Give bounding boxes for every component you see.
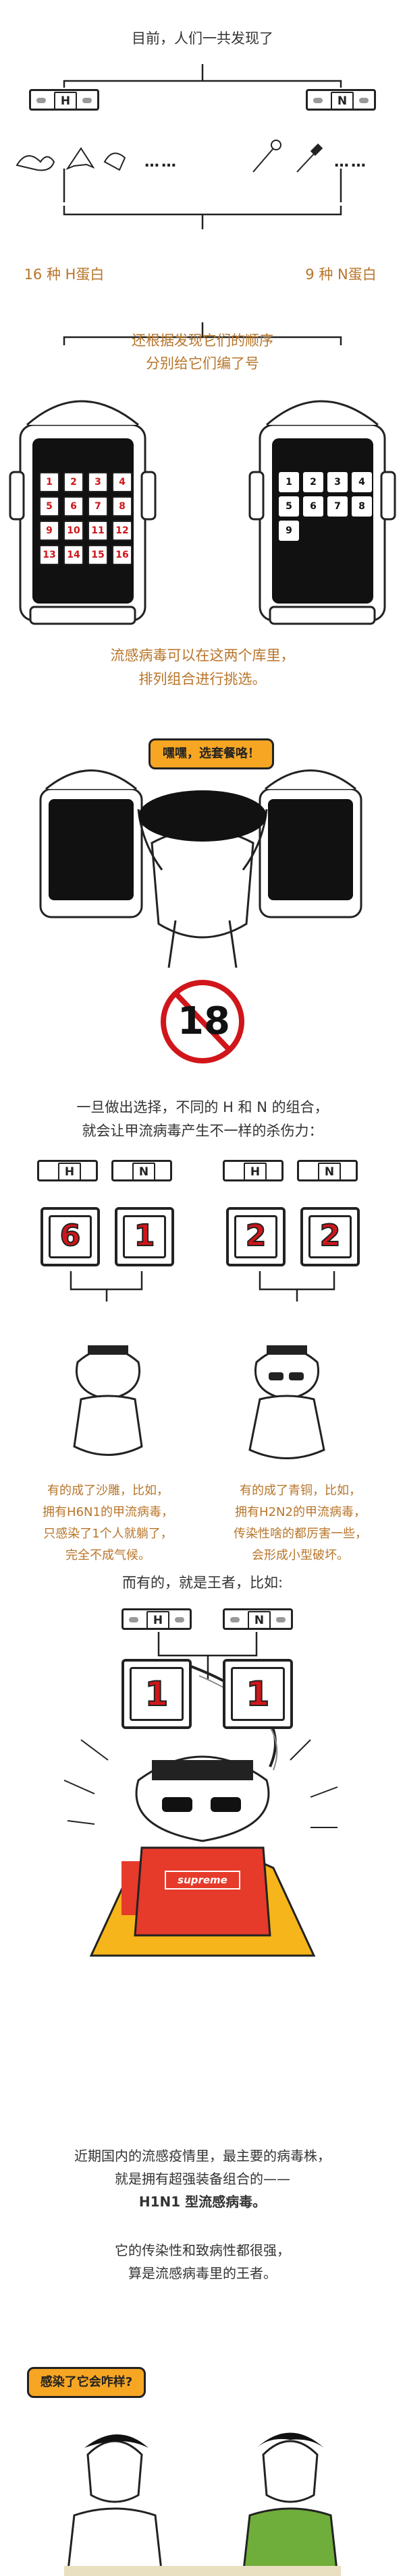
left-h-number: 6 [40, 1207, 100, 1266]
n-count-label: 9 种 N蛋白 [305, 266, 377, 283]
n_numbers-cell: 1 [279, 472, 299, 492]
n_numbers-cell: 3 [327, 472, 348, 492]
h-count-label: 16 种 H蛋白 [24, 266, 105, 283]
n-letter: N [331, 92, 354, 111]
king-h-number: 1 [122, 1659, 192, 1729]
left-description: 有的成了沙雕，比如， 拥有H6N1的甲流病毒， 只感染了1个人就躺了， 完全不成气候。 [27, 1480, 189, 1567]
right-n-number: 2 [300, 1207, 360, 1266]
right-n-plate: N [297, 1160, 358, 1181]
n_numbers-cell: 9 [279, 521, 299, 541]
left-n-number: 1 [115, 1207, 174, 1266]
h-ellipsis: …… [144, 154, 178, 171]
h_numbers-cell: 10 [63, 521, 84, 541]
h_numbers-cell: 13 [39, 545, 59, 565]
numbering-line-1: 还根据发现它们的顺序 [132, 332, 273, 349]
speech-bubble-question: 感染了它会咋样? [27, 2367, 146, 2398]
description-line: 有的成了青铜，比如， [240, 1484, 361, 1498]
h_numbers-cell: 5 [39, 496, 59, 517]
speech-bubble-combo: 嘿嘿，选套餐咯！ [148, 738, 274, 769]
h_numbers-cell: 16 [112, 545, 132, 565]
section5-line-5: 算是流感病毒里的王者。 [128, 2265, 277, 2281]
no-18-sign: 18 [178, 999, 230, 1043]
h_numbers-cell: 11 [88, 521, 108, 541]
h_numbers-cell: 6 [63, 496, 84, 517]
right-h-plate: H [223, 1160, 284, 1181]
section4-intro: 而有的，就是王者，比如: [122, 1575, 284, 1591]
h_numbers-cell: 14 [63, 545, 84, 565]
h_numbers-cell: 2 [63, 472, 84, 492]
n_numbers-cell: 5 [279, 496, 299, 517]
right-h-number: 2 [226, 1207, 286, 1266]
section3-line-1: 一旦做出选择，不同的 H 和 N 的组合， [76, 1099, 329, 1115]
left-h-letter: H [58, 1163, 81, 1181]
left-h-plate: H [37, 1160, 98, 1181]
h_numbers-cell: 8 [112, 496, 132, 517]
n_numbers-cell: 8 [352, 496, 372, 517]
numbering-line-2: 分别给它们编了号 [146, 355, 259, 372]
n_numbers-cell: 6 [303, 496, 323, 517]
right-h-letter: H [244, 1163, 267, 1181]
h_numbers-cell: 1 [39, 472, 59, 492]
section2-line-2: 排列组合进行挑选。 [138, 671, 267, 687]
n_numbers-cell: 7 [327, 496, 348, 517]
shirt-logo: supreme [178, 1874, 227, 1886]
n-plate: N [306, 89, 376, 111]
h_numbers-cell: 12 [112, 521, 132, 541]
description-line: 完全不成气候。 [65, 1548, 151, 1562]
section5-line-3: H1N1 型流感病毒。 [138, 2194, 267, 2210]
h_numbers-cell: 3 [88, 472, 108, 492]
description-line: 会形成小型破坏。 [252, 1548, 349, 1562]
description-line: 传染性啥的都厉害一些， [234, 1527, 367, 1541]
intro-text: 目前，人们一共发现了 [132, 30, 273, 47]
h_numbers-cell: 4 [112, 472, 132, 492]
left-n-plate: N [111, 1160, 172, 1181]
h_numbers-cell: 9 [39, 521, 59, 541]
description-line: 有的成了沙雕，比如， [47, 1484, 169, 1498]
n_numbers-cell: 2 [303, 472, 323, 492]
h_numbers-cell: 7 [88, 496, 108, 517]
king-n-plate: N [223, 1608, 293, 1630]
section5-line-4: 它的传染性和致病性都很强， [115, 2242, 290, 2258]
section5-line-1: 近期国内的流感疫情里，最主要的病毒株， [74, 2148, 331, 2164]
n-ellipsis: …… [334, 154, 368, 171]
h_numbers-cell: 15 [88, 545, 108, 565]
description-line: 拥有H2N2的甲流病毒， [235, 1505, 366, 1519]
king-n-number: 1 [223, 1659, 293, 1729]
h-letter: H [54, 92, 77, 111]
left-n-letter: N [132, 1163, 155, 1181]
section5-line-2: 就是拥有超强装备组合的—— [115, 2171, 290, 2187]
king-h-plate: H [122, 1608, 192, 1630]
right-description: 有的成了青铜，比如， 拥有H2N2的甲流病毒， 传染性啥的都厉害一些， 会形成小型破坏… [216, 1480, 385, 1567]
description-line: 拥有H6N1的甲流病毒， [43, 1505, 173, 1519]
n_numbers-cell: 4 [352, 472, 372, 492]
h-plate: H [29, 89, 99, 111]
section3-line-2: 就会让甲流病毒产生不一样的杀伤力： [82, 1123, 323, 1139]
description-line: 只感染了1个人就躺了， [43, 1527, 173, 1541]
section2-line-1: 流感病毒可以在这两个库里， [110, 647, 295, 664]
right-n-letter: N [318, 1163, 341, 1181]
